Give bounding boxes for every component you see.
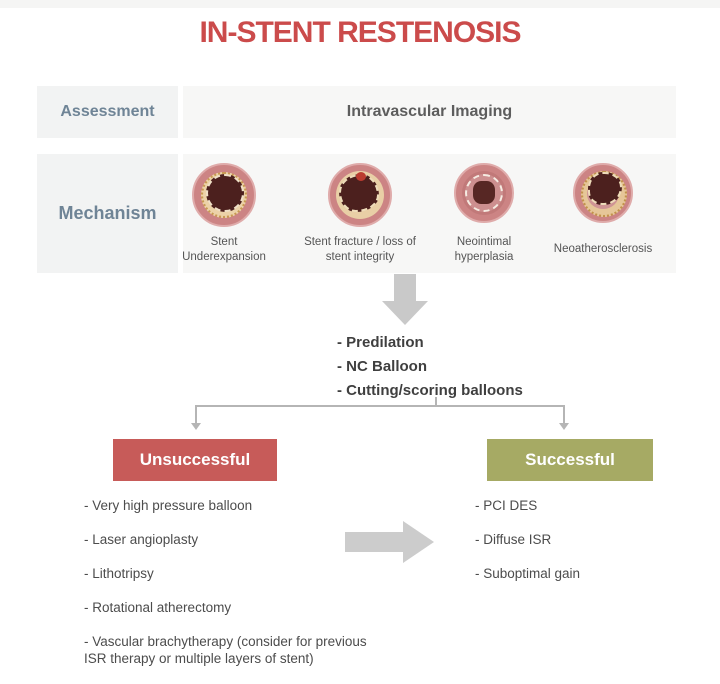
down-arrow-icon — [394, 274, 416, 301]
list-item: - Suboptimal gain — [475, 566, 581, 581]
successful-option-list: - PCI DES - Diffuse ISR - Suboptimal gai… — [475, 497, 675, 599]
list-item: - Diffuse ISR — [475, 532, 552, 547]
list-item: - Laser angioplasty — [84, 532, 199, 547]
vessel-cross-section-fracture-icon — [328, 163, 392, 227]
list-item: - Very high pressure balloon — [84, 498, 253, 513]
mechanism-item-neoatherosclerosis: Neoatherosclerosis — [533, 163, 673, 257]
unsuccessful-box: Unsuccessful — [113, 439, 277, 481]
branch-connector-right — [563, 405, 565, 424]
mechanism-item-stent-underexpansion: Stent Underexpansion — [159, 163, 289, 264]
treatment-list: - Predilation - NC Balloon - Cutting/sco… — [337, 331, 523, 403]
mechanism-label-text: Mechanism — [58, 203, 157, 223]
mechanism-caption: Neointimal hyperplasia — [454, 236, 514, 263]
treatment-item: - NC Balloon — [337, 358, 427, 375]
branch-connector-left — [195, 405, 197, 424]
atheroma-lumen — [588, 172, 622, 205]
page-title: IN-STENT RESTENOSIS — [199, 16, 521, 49]
mechanism-item-stent-fracture: Stent fracture / loss of stent integrity — [285, 163, 435, 264]
treatment-item: - Cutting/scoring balloons — [337, 382, 523, 399]
mechanism-row-label: Mechanism — [37, 154, 178, 273]
vessel-area — [285, 163, 435, 233]
assessment-panel: Intravascular Imaging — [183, 86, 676, 138]
stent-strut-ring — [465, 174, 503, 212]
treatment-item: - Predilation — [337, 334, 424, 351]
list-item: - Vascular brachytherapy (consider for p… — [84, 634, 367, 666]
fracture-spot — [356, 172, 366, 181]
branch-connector-stub — [435, 397, 437, 405]
assessment-label-text: Assessment — [60, 103, 155, 120]
mechanism-item-neointimal-hyperplasia: Neointimal hyperplasia — [429, 163, 539, 264]
top-strip-divider — [0, 0, 720, 8]
down-arrow-icon — [382, 301, 428, 325]
infographic-canvas: IN-STENT RESTENOSIS Assessment Intravasc… — [0, 0, 720, 666]
small-arrowhead-right-icon — [559, 423, 569, 430]
list-item: - Lithotripsy — [84, 566, 154, 581]
vessel-cross-section-neoatherosclerosis-icon — [573, 163, 633, 223]
vessel-cross-section-underexpansion-icon — [192, 163, 256, 227]
vessel-area — [533, 163, 673, 233]
list-item: - PCI DES — [475, 498, 538, 513]
right-arrow-icon — [403, 521, 434, 563]
branch-connector-line — [195, 405, 565, 407]
mechanism-caption: Neoatherosclerosis — [553, 243, 653, 255]
small-arrowhead-left-icon — [191, 423, 201, 430]
successful-label: Successful — [525, 450, 615, 469]
narrowed-lumen — [473, 181, 495, 204]
stent-lumen — [206, 174, 244, 212]
mechanism-caption: Stent Underexpansion — [182, 236, 266, 263]
list-item: - Rotational atherectomy — [84, 600, 232, 615]
assessment-value-text: Intravascular Imaging — [346, 103, 513, 120]
unsuccessful-option-list: - Very high pressure balloon - Laser ang… — [84, 497, 380, 684]
unsuccessful-label: Unsuccessful — [139, 450, 251, 469]
mechanism-caption: Stent fracture / loss of stent integrity — [304, 236, 416, 263]
vessel-area — [159, 163, 289, 233]
vessel-area — [429, 163, 539, 233]
vessel-cross-section-hyperplasia-icon — [454, 163, 514, 223]
successful-box: Successful — [487, 439, 653, 481]
right-arrow-icon — [345, 532, 405, 552]
assessment-row-label: Assessment — [37, 86, 178, 138]
